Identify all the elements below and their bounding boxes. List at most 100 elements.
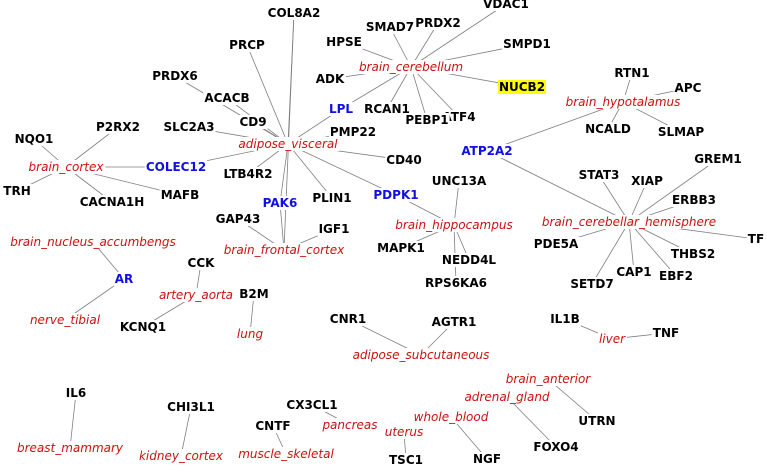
label-background xyxy=(2,184,32,198)
edge-adipose_visceral-pdpk1 xyxy=(287,143,397,196)
tissue-label-brain_cortex: brain_cortex xyxy=(29,160,105,174)
gene-label-slmap: SLMAP xyxy=(658,125,705,139)
tissue-label-brain_nucleus_accumbengs: brain_nucleus_accumbengs xyxy=(10,235,176,249)
gene-label-atf4: ATF4 xyxy=(442,110,475,124)
edge-adipose_visceral-plin1 xyxy=(287,143,333,199)
gene-node-acacb: ACACB xyxy=(203,91,251,105)
gene-label-ltb4r2: LTB4R2 xyxy=(224,167,273,181)
gene-node-colec12: COLEC12 xyxy=(144,160,208,174)
gene-node-utrn: UTRN xyxy=(577,414,617,428)
gene-node-cap1: CAP1 xyxy=(615,265,653,279)
edge-brain_frontal_cortex-col8a2 xyxy=(283,12,295,251)
gene-node-prcp: PRCP xyxy=(228,38,267,52)
gene-label-slc2a3: SLC2A3 xyxy=(163,120,214,134)
gene-label-prdx2: PRDX2 xyxy=(415,16,461,30)
edge-adipose_visceral-pak6 xyxy=(279,143,289,204)
gene-label-ncald: NCALD xyxy=(585,122,631,136)
tissue-node-adipose_visceral: adipose_visceral xyxy=(237,137,340,151)
tissue-label-brain_hypotalamus: brain_hypotalamus xyxy=(566,95,681,109)
label-background xyxy=(13,132,55,146)
label-background xyxy=(363,102,411,116)
gene-node-mafb: MAFB xyxy=(159,188,201,202)
tissue-label-muscle_skeletal: muscle_skeletal xyxy=(238,447,334,461)
gene-node-slc2a3: SLC2A3 xyxy=(162,120,216,134)
gene-node-foxo4: FOXO4 xyxy=(532,440,580,454)
edge-brain_cerebellar_hemisphere-setd7 xyxy=(591,221,630,285)
gene-label-tf: TF xyxy=(748,232,764,246)
tissue-label-whole_blood: whole_blood xyxy=(414,410,489,424)
label-background xyxy=(328,125,378,139)
label-background xyxy=(656,125,706,139)
gene-node-nedd4l: NEDD4L xyxy=(440,253,498,267)
tissue-node-pancreas: pancreas xyxy=(320,418,379,432)
label-background xyxy=(64,386,88,400)
label-background xyxy=(214,212,262,226)
gene-node-prdx6: PRDX6 xyxy=(151,69,199,83)
gene-label-pmp22: PMP22 xyxy=(330,125,376,139)
gene-node-nqo1: NQO1 xyxy=(13,132,55,146)
edge-adipose_visceral-prdx6 xyxy=(174,75,289,145)
label-background xyxy=(460,144,514,158)
gene-node-stat3: STAT3 xyxy=(577,168,621,182)
gene-label-cacna1h: CACNA1H xyxy=(80,195,145,209)
edge-adipose_visceral-prcp xyxy=(246,44,289,145)
edge-brain_cerebellum-atf4 xyxy=(410,66,460,118)
tissue-label-kidney_cortex: kidney_cortex xyxy=(139,449,224,463)
gene-node-ebf2: EBF2 xyxy=(658,269,694,283)
edge-kidney_cortex-chi3l1 xyxy=(180,406,192,457)
label-background xyxy=(471,452,503,466)
label-background xyxy=(78,195,146,209)
gene-label-cx3cl1: CX3CL1 xyxy=(286,398,337,412)
edge-brain_cerebellar_hemisphere-ebf2 xyxy=(628,221,677,277)
gene-label-rtn1: RTN1 xyxy=(614,66,649,80)
gene-node-pebp1: PEBP1 xyxy=(404,113,450,127)
gene-node-vdac1: VDAC1 xyxy=(482,0,530,11)
tissue-label-brain_cerebellum: brain_cerebellum xyxy=(359,60,463,74)
label-background xyxy=(238,287,270,301)
tissue-label-brain_cerebellar_hemisphere: brain_cerebellar_hemisphere xyxy=(542,215,716,229)
label-background xyxy=(317,222,351,236)
gene-label-utrn: UTRN xyxy=(578,414,615,428)
label-background xyxy=(376,241,426,255)
label-background xyxy=(658,269,694,283)
gene-label-lpl: LPL xyxy=(329,102,353,116)
label-background xyxy=(549,312,581,326)
tissue-node-muscle_skeletal: muscle_skeletal xyxy=(237,447,336,461)
label-background xyxy=(203,91,251,105)
label-background xyxy=(254,419,292,433)
tissue-label-adrenal_gland: adrenal_gland xyxy=(464,390,549,404)
gene-node-ngf: NGF xyxy=(471,452,503,466)
gene-label-kcnq1: KCNQ1 xyxy=(120,320,166,334)
gene-label-rps6ka6: RPS6KA6 xyxy=(425,276,487,290)
gene-label-gap43: GAP43 xyxy=(216,212,261,226)
gene-node-unc13a: UNC13A xyxy=(430,174,488,188)
gene-node-grem1: GREM1 xyxy=(693,152,743,166)
gene-node-smpd1: SMPD1 xyxy=(502,37,552,51)
label-background xyxy=(113,272,135,286)
gene-label-b2m: B2M xyxy=(239,287,268,301)
label-background xyxy=(27,160,106,174)
gene-label-pebp1: PEBP1 xyxy=(405,113,448,127)
gene-node-atp2a2: ATP2A2 xyxy=(460,144,514,158)
tissue-node-liver: liver xyxy=(597,332,628,346)
gene-node-p2rx2: P2RX2 xyxy=(95,120,141,134)
gene-node-il1b: IL1B xyxy=(549,312,581,326)
gene-label-chi3l1: CHI3L1 xyxy=(167,400,215,414)
gene-node-pdpk1: PDPK1 xyxy=(372,188,420,202)
label-background xyxy=(237,447,336,461)
edge-brain_cerebellar_hemisphere-cap1 xyxy=(628,221,635,273)
label-background xyxy=(669,247,717,261)
gene-label-nucb2: NUCB2 xyxy=(499,80,545,94)
tissue-node-adrenal_gland: adrenal_gland xyxy=(463,390,551,404)
gene-label-foxo4: FOXO4 xyxy=(533,440,578,454)
gene-label-nqo1: NQO1 xyxy=(15,132,54,146)
label-background xyxy=(162,120,216,134)
edge-brain_cerebellar_hemisphere-stat3 xyxy=(598,174,630,223)
label-background xyxy=(383,425,425,439)
label-background xyxy=(235,327,265,341)
gene-label-mafb: MAFB xyxy=(161,188,200,202)
tissue-node-brain_nucleus_accumbengs: brain_nucleus_accumbengs xyxy=(9,235,177,249)
gene-label-prcp: PRCP xyxy=(229,38,265,52)
label-background xyxy=(327,102,355,116)
gene-node-kcnq1: KCNQ1 xyxy=(118,320,168,334)
